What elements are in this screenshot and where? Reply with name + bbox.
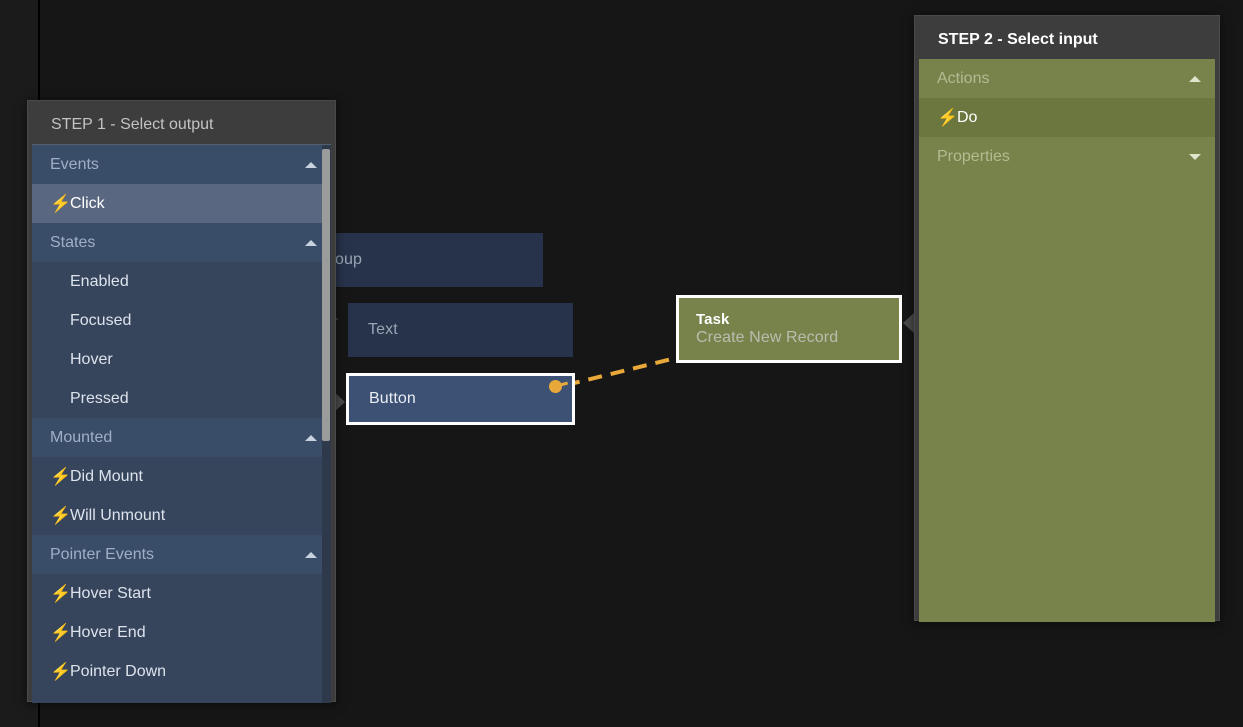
- graph-node-group[interactable]: Group: [297, 233, 543, 287]
- step1-group-mounted[interactable]: Mounted: [32, 418, 331, 457]
- bolt-icon: ⚡: [50, 506, 72, 525]
- chevron-up-icon[interactable]: [305, 551, 317, 558]
- step1-option-list[interactable]: Events ⚡ Click States Enabled Focused Ho…: [32, 144, 331, 703]
- step1-item-click-label: Click: [70, 194, 105, 212]
- chevron-down-icon[interactable]: [1189, 153, 1201, 160]
- step2-group-actions-label: Actions: [937, 69, 990, 87]
- bolt-icon: ⚡: [50, 584, 72, 603]
- chevron-up-icon[interactable]: [305, 434, 317, 441]
- step1-item-hover-start[interactable]: ⚡ Hover Start: [32, 574, 331, 613]
- step1-item-hover-start-label: Hover Start: [70, 584, 151, 602]
- graph-node-group-label: Group: [317, 251, 362, 268]
- step1-scrollbar-thumb[interactable]: [322, 149, 330, 441]
- graph-node-task-label: Task: [696, 310, 730, 328]
- step1-item-focused-label: Focused: [70, 311, 132, 329]
- step1-item-enabled[interactable]: Enabled: [32, 262, 331, 301]
- chevron-up-icon[interactable]: [1189, 75, 1201, 82]
- step1-item-will-unmount[interactable]: ⚡ Will Unmount: [32, 496, 331, 535]
- bolt-icon: ⚡: [937, 108, 959, 127]
- step1-item-pressed[interactable]: Pressed: [32, 379, 331, 418]
- step1-group-pointer-events-label: Pointer Events: [50, 545, 155, 563]
- step1-item-pressed-label: Pressed: [70, 389, 129, 407]
- step1-group-states[interactable]: States: [32, 223, 331, 262]
- bolt-icon: ⚡: [50, 467, 72, 486]
- graph-node-text-label: Text: [368, 321, 398, 338]
- step1-item-enabled-label: Enabled: [70, 272, 129, 290]
- step1-item-hover-end-label: Hover End: [70, 623, 146, 641]
- step1-scrollbar-track[interactable]: [322, 145, 331, 703]
- step1-panel-title: STEP 1 - Select output: [51, 116, 214, 133]
- step1-item-hover-end[interactable]: ⚡ Hover End: [32, 613, 331, 652]
- step1-item-hover[interactable]: Hover: [32, 340, 331, 379]
- step1-panel: STEP 1 - Select output Events ⚡ Click St…: [27, 100, 336, 703]
- step1-item-did-mount[interactable]: ⚡ Did Mount: [32, 457, 331, 496]
- step1-item-hover-label: Hover: [70, 350, 113, 368]
- graph-node-task-subtitle: Create New Record: [696, 328, 839, 346]
- task-node-output-caret-icon[interactable]: [903, 311, 916, 335]
- step1-group-pointer-events[interactable]: Pointer Events: [32, 535, 331, 574]
- step1-group-mounted-label: Mounted: [50, 428, 113, 446]
- graph-node-button-label: Button: [369, 390, 416, 407]
- step1-item-pointer-down[interactable]: ⚡ Pointer Down: [32, 652, 331, 691]
- step1-item-will-unmount-label: Will Unmount: [70, 506, 166, 524]
- graph-node-button[interactable]: Button: [346, 373, 575, 425]
- chevron-up-icon[interactable]: [305, 161, 317, 168]
- step2-option-list[interactable]: Actions ⚡ Do Properties: [919, 59, 1215, 622]
- step1-item-click[interactable]: ⚡ Click: [32, 184, 331, 223]
- step2-group-properties-label: Properties: [937, 147, 1010, 165]
- chevron-up-icon[interactable]: [305, 239, 317, 246]
- graph-node-text[interactable]: Text: [348, 303, 573, 357]
- bolt-icon: ⚡: [50, 194, 72, 213]
- step2-group-actions[interactable]: Actions: [919, 59, 1215, 98]
- step2-group-properties[interactable]: Properties: [919, 137, 1215, 176]
- step2-panel: STEP 2 - Select input Actions ⚡ Do Prope…: [914, 15, 1220, 622]
- step2-item-do[interactable]: ⚡ Do: [919, 98, 1215, 137]
- step2-item-do-label: Do: [957, 108, 978, 126]
- bolt-icon: ⚡: [50, 662, 72, 681]
- step1-item-pointer-down-label: Pointer Down: [70, 662, 167, 680]
- bolt-icon: ⚡: [50, 623, 72, 642]
- step1-group-events-label: Events: [50, 155, 99, 173]
- step1-item-did-mount-label: Did Mount: [70, 467, 143, 485]
- step1-group-events[interactable]: Events: [32, 145, 331, 184]
- step2-panel-title: STEP 2 - Select input: [938, 31, 1098, 48]
- step1-group-states-label: States: [50, 233, 96, 251]
- graph-node-task[interactable]: Task Create New Record: [676, 295, 902, 363]
- step1-item-focused[interactable]: Focused: [32, 301, 331, 340]
